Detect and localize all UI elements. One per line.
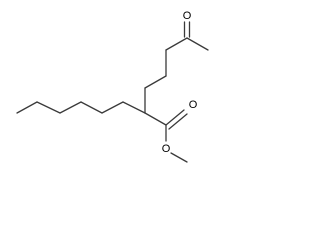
bond-hexyl-5 bbox=[101, 101, 124, 114]
bond-ester-methyl bbox=[170, 152, 188, 163]
bond-ester-double-1 bbox=[165, 109, 185, 126]
bond-side-2 bbox=[144, 75, 167, 89]
carbonyl-oxygen-label: O bbox=[189, 99, 198, 111]
bond-hexyl-4 bbox=[80, 101, 103, 114]
bond-side-4 bbox=[165, 37, 188, 51]
ketone-oxygen-label: O bbox=[183, 10, 192, 22]
bond-hexyl-1 bbox=[16, 101, 38, 114]
bond-hexyl-6 bbox=[122, 101, 146, 114]
bond-ketone-methyl bbox=[186, 37, 209, 51]
bond-ester-1 bbox=[144, 112, 167, 126]
chemical-structure: O O O bbox=[16, 10, 209, 163]
bond-hexyl-3 bbox=[59, 101, 82, 114]
ester-oxygen-label: O bbox=[162, 143, 171, 155]
bond-ester-double-2 bbox=[168, 113, 188, 130]
bond-hexyl-2 bbox=[36, 101, 61, 114]
